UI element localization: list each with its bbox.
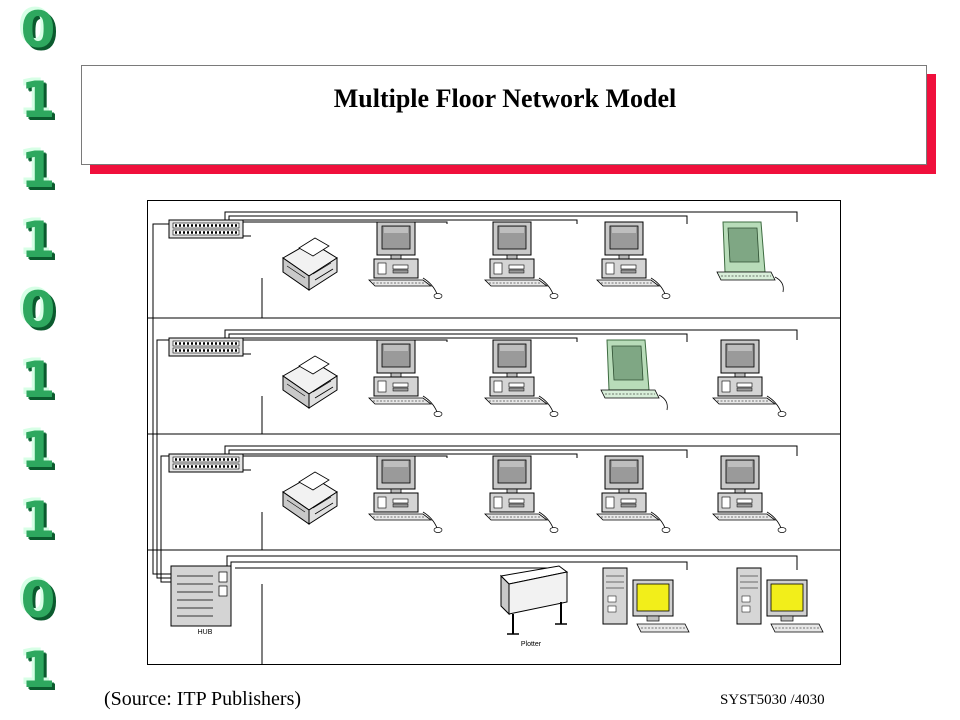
floor-cable [228,449,688,458]
binary-digit: 1 [20,141,56,199]
network-diagram: HUB Plotter [147,200,841,665]
plotter: Plotter [499,565,569,648]
binary-digit: 1 [20,211,56,269]
feeder-cable [152,223,171,575]
binary-digit: 1 [20,491,56,549]
floor-cable [224,211,798,222]
feeder-cable [160,455,171,583]
floor-cable [233,219,578,224]
main-hub: HUB [170,565,232,636]
floor-cable [224,329,798,340]
binary-digit: 0 [20,281,56,339]
hub-icon [167,336,245,358]
floor-cable [224,445,798,456]
source-caption: (Source: ITP Publishers) [104,688,302,710]
binary-decoration: 0 1 1 1 0 1 1 1 0 1 [0,0,80,720]
floor-cable [233,453,578,458]
floor-cable [226,555,798,570]
hub-label: HUB [198,629,213,636]
floor-cable [228,215,688,224]
floor-cable [230,561,688,570]
course-code: SYST5030 /4030 [720,692,825,708]
binary-digit: 1 [20,71,56,129]
floor-cable [233,337,578,342]
binary-digit: 1 [20,421,56,479]
binary-digit: 0 [20,1,56,59]
floor-cable [228,333,688,342]
binary-digit: 1 [20,641,56,699]
page-title: Multiple Floor Network Model [333,84,677,113]
title-box: Multiple Floor Network Model [81,65,927,165]
hub-icon [167,218,245,240]
binary-digit: 0 [20,571,56,629]
plotter-label: Plotter [521,641,542,648]
hub-icon [167,452,245,474]
binary-digit: 1 [20,351,56,409]
feeder-cable [156,339,171,579]
